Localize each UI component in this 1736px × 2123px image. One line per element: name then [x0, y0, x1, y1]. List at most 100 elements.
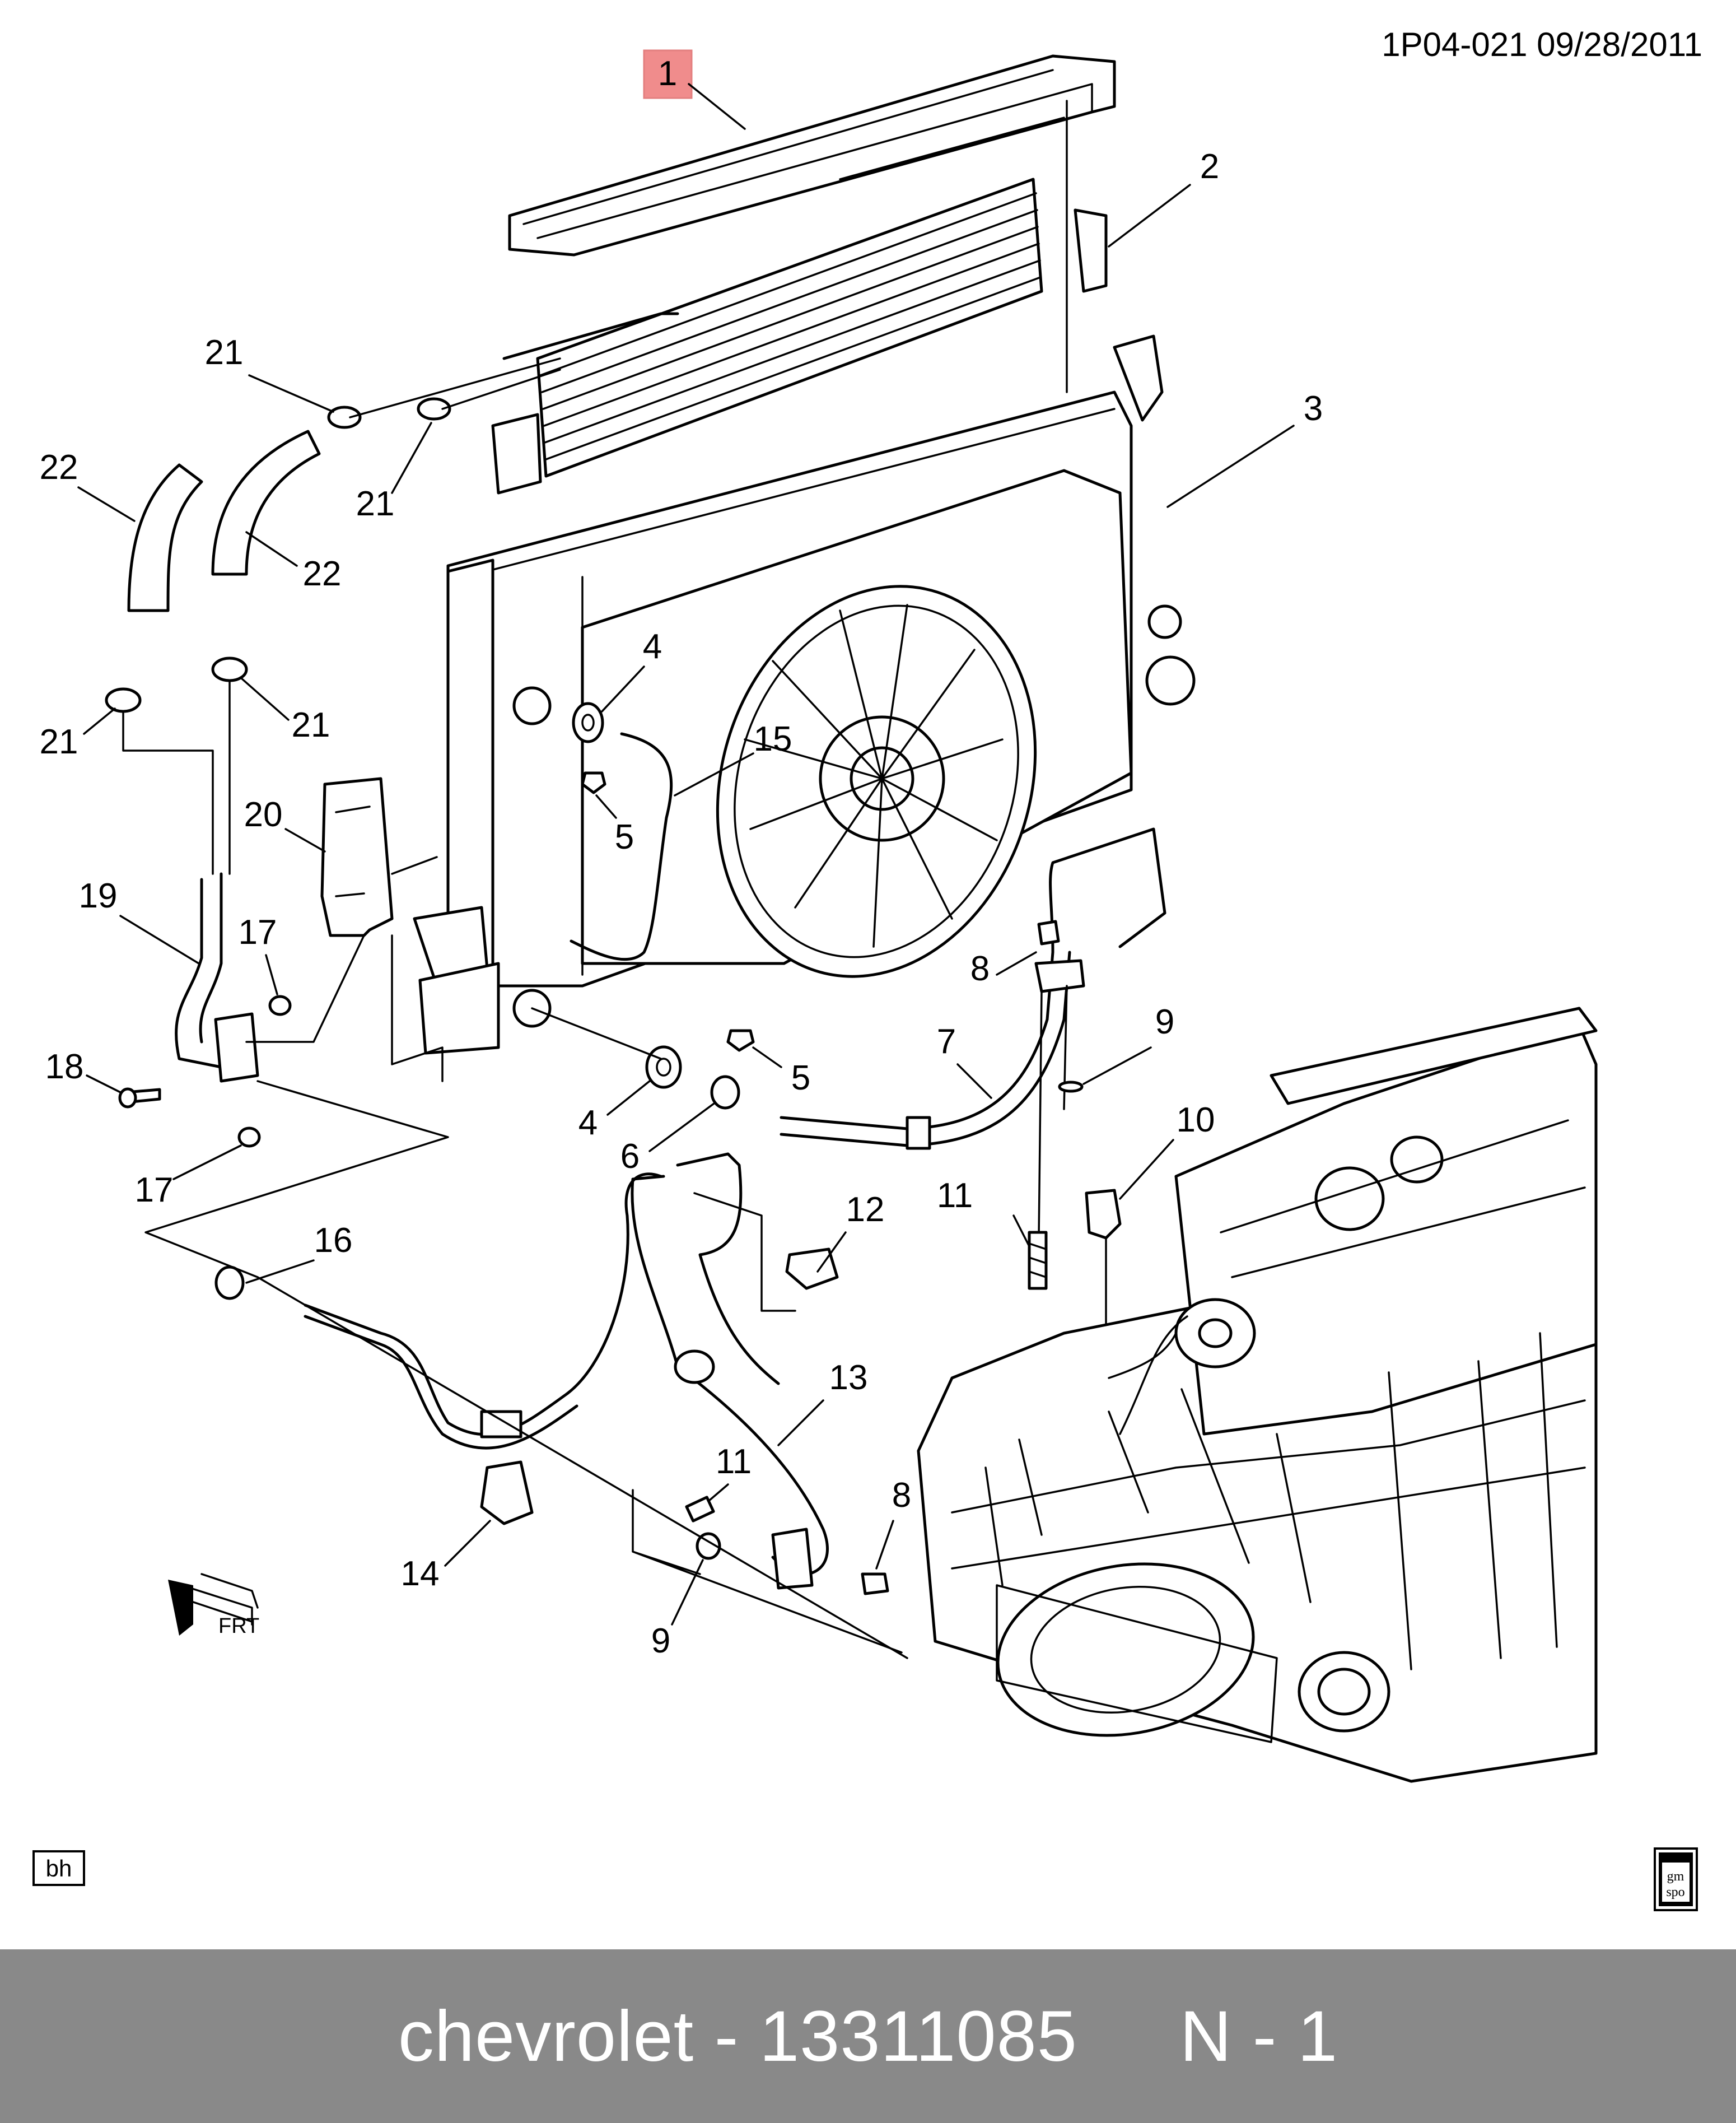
- exploded-view-drawing: 1P04-021 09/28/2011 1 2 3 15: [32, 26, 1702, 1911]
- callout-9-upper: 9: [1155, 1003, 1174, 1041]
- callout-21-b: 21: [356, 485, 395, 523]
- part-10-bracket[interactable]: [1085, 1189, 1122, 1240]
- part-5-bolt-upper[interactable]: [581, 771, 606, 794]
- callout-7: 7: [937, 1022, 956, 1061]
- leader-9-upper: [1082, 1046, 1152, 1085]
- leader-17-upper: [265, 954, 278, 995]
- callout-20: 20: [244, 795, 283, 834]
- leader-22-left: [77, 486, 136, 522]
- bracket-lines-lower: [632, 1489, 903, 1654]
- callout-8-lower: 8: [892, 1476, 911, 1515]
- part-22-heater-hose-left[interactable]: [127, 463, 203, 612]
- leader-13: [777, 1399, 824, 1446]
- callout-5-lower: 5: [791, 1059, 810, 1097]
- callout-11-lower: 11: [716, 1442, 752, 1481]
- callout-13: 13: [829, 1358, 868, 1397]
- part-11-stud-upper[interactable]: [1028, 1231, 1048, 1290]
- callout-21-a: 21: [205, 333, 244, 372]
- leader-18: [86, 1074, 122, 1093]
- part-8-clip-upper[interactable]: [1034, 920, 1085, 993]
- part-17-nut-upper[interactable]: [268, 995, 292, 1016]
- section-guide-lines-2: [391, 934, 444, 1082]
- leader-11-upper: [1012, 1214, 1030, 1247]
- part-4-insulator-upper[interactable]: [572, 702, 604, 743]
- leader-21-a: [248, 374, 334, 413]
- part-13-cooler-outlet-line[interactable]: [631, 1152, 829, 1590]
- leader-15: [674, 752, 754, 797]
- callout-17-lower: 17: [135, 1171, 174, 1209]
- leader-21-d: [240, 677, 290, 721]
- part-9-o-ring-lower[interactable]: [696, 1532, 721, 1560]
- leader-8-lower: [875, 1520, 894, 1570]
- part-15-cooling-fan[interactable]: [570, 469, 1133, 1018]
- part-18-bolt[interactable]: [118, 1087, 161, 1109]
- part-2-oil-cooler[interactable]: [491, 178, 1108, 495]
- part-21-clamp-a[interactable]: [327, 406, 362, 429]
- part-7-cooler-hose[interactable]: [780, 827, 1166, 1150]
- part-14-cooler-inlet-line[interactable]: [304, 1172, 662, 1525]
- leader-16: [245, 1259, 315, 1284]
- part-11-stud-lower[interactable]: [685, 1496, 715, 1523]
- diagram-reference: 1P04-021 09/28/2011: [1382, 26, 1702, 63]
- corner-tag: bh: [46, 1855, 72, 1882]
- part-17-nut-lower[interactable]: [237, 1126, 261, 1148]
- leader-4-lower: [606, 1080, 651, 1116]
- callout-10: 10: [1177, 1101, 1215, 1139]
- frt-label: FRT: [218, 1614, 259, 1638]
- svg-text:spo: spo: [1666, 1885, 1684, 1899]
- part-5-bolt-lower[interactable]: [726, 1029, 755, 1052]
- part-21-clamp-c[interactable]: [105, 687, 142, 713]
- part-6-seal[interactable]: [710, 1075, 740, 1110]
- part-9-o-ring-upper[interactable]: [1058, 1081, 1084, 1093]
- callout-12: 12: [846, 1190, 885, 1229]
- part-8-clip-lower[interactable]: [861, 1572, 889, 1595]
- part-19-heater-pipe[interactable]: [175, 872, 259, 1083]
- svg-text:gm: gm: [1667, 1869, 1684, 1884]
- callout-8-upper: 8: [970, 949, 990, 988]
- callout-22-right: 22: [303, 555, 342, 593]
- leader-19: [119, 915, 200, 965]
- leader-7: [956, 1063, 992, 1099]
- leader-2: [1108, 184, 1191, 248]
- part-4-insulator-lower[interactable]: [645, 1045, 682, 1089]
- corner-tag-box: [32, 1850, 85, 1886]
- callout-21-c: 21: [40, 723, 78, 761]
- part-12-line-clip[interactable]: [693, 1192, 839, 1312]
- parts-diagram: 1P04-021 09/28/2011 1 2 3 15: [32, 26, 1702, 1911]
- leader-5-lower: [752, 1046, 782, 1068]
- part-21-clamp-b[interactable]: [417, 397, 451, 421]
- callout-16: 16: [314, 1221, 353, 1260]
- bracket-20-alignment: [245, 856, 438, 1043]
- leader-5-upper: [595, 794, 617, 819]
- leader-14: [444, 1520, 491, 1567]
- callout-5-upper: 5: [615, 818, 634, 856]
- part-20-bracket[interactable]: [320, 777, 394, 937]
- engine-transaxle-assembly: [917, 1007, 1598, 1783]
- callout-18: 18: [45, 1047, 84, 1086]
- leader-22-right: [245, 531, 298, 567]
- radiator-side-tank: [413, 558, 552, 1055]
- callout-14: 14: [401, 1554, 440, 1593]
- callout-1: 1: [658, 54, 677, 93]
- callout-22-left: 22: [40, 448, 78, 487]
- part-22-heater-hose-right[interactable]: [211, 430, 321, 576]
- part-1-air-baffle[interactable]: [508, 54, 1116, 257]
- leader-8-upper: [996, 951, 1037, 976]
- callout-15: 15: [754, 720, 792, 758]
- leader-1: [688, 83, 746, 130]
- callout-3: 3: [1304, 389, 1323, 428]
- callout-17-upper: 17: [239, 913, 277, 952]
- highlight-box-part-1: [643, 49, 693, 99]
- footer-caption: chevrolet - 13311085 N - 1: [398, 1996, 1338, 2077]
- leader-6: [648, 1102, 715, 1152]
- leader-10: [1119, 1139, 1174, 1200]
- part-16-seal[interactable]: [214, 1265, 245, 1300]
- hose-alignment-lines: [122, 679, 231, 875]
- leader-11-lower: [707, 1483, 729, 1502]
- callout-2: 2: [1200, 147, 1219, 186]
- callout-11-upper: 11: [937, 1176, 973, 1215]
- leader-4-upper: [601, 665, 645, 713]
- leader-21-b: [391, 422, 432, 494]
- leader-20: [284, 828, 326, 853]
- callout-4-lower: 4: [578, 1104, 598, 1142]
